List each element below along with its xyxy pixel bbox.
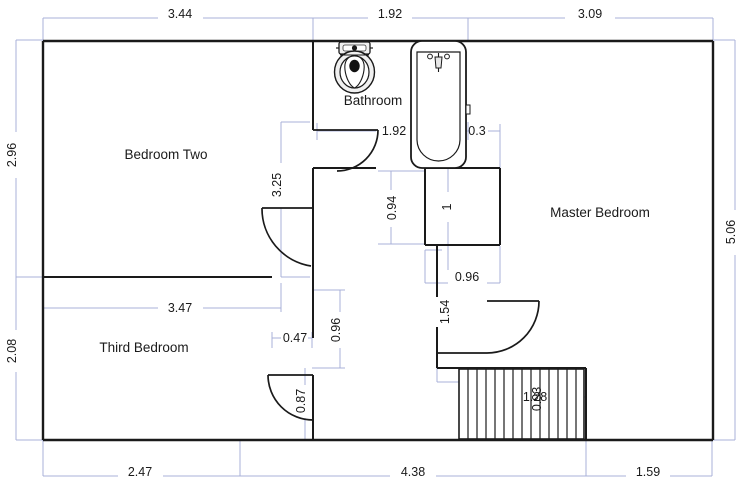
room-label-third-bedroom: Third Bedroom bbox=[99, 340, 188, 355]
dimension-interior-0-96-a: 0.96 bbox=[455, 270, 479, 284]
dimension-left-2: 2.08 bbox=[5, 339, 19, 363]
toilet-icon bbox=[333, 41, 376, 94]
bathtub-icon bbox=[410, 40, 471, 169]
dimension-bottom-1: 2.47 bbox=[128, 465, 152, 479]
dimension-interior-1-54: 1.54 bbox=[438, 300, 452, 324]
dimension-interior-3-47: 3.47 bbox=[168, 301, 192, 315]
dimension-interior-0-93: 0.93 bbox=[530, 387, 544, 411]
dimension-interior-0-47: 0.47 bbox=[283, 331, 307, 345]
room-label-master-bedroom: Master Bedroom bbox=[550, 205, 650, 220]
room-label-bathroom: Bathroom bbox=[344, 93, 403, 108]
door-swings bbox=[261, 129, 540, 421]
walls bbox=[41, 39, 715, 442]
dimension-lines bbox=[15, 17, 736, 477]
dimension-interior-0-3: 0.3 bbox=[468, 124, 485, 138]
dimension-bottom-3: 1.59 bbox=[636, 465, 660, 479]
dimension-interior-0-94: 0.94 bbox=[385, 196, 399, 220]
dimension-top-3: 3.09 bbox=[578, 7, 602, 21]
room-label-bedroom-two: Bedroom Two bbox=[124, 147, 207, 162]
dimension-top-1: 3.44 bbox=[168, 7, 192, 21]
dimension-interior-0-96-b: 0.96 bbox=[329, 318, 343, 342]
dimension-interior-1: 1 bbox=[440, 203, 454, 210]
dimension-bottom-2: 4.38 bbox=[401, 465, 425, 479]
dimension-left-1: 2.96 bbox=[5, 143, 19, 167]
dimension-top-2: 1.92 bbox=[378, 7, 402, 21]
dimension-interior-3-25: 3.25 bbox=[270, 173, 284, 197]
dimension-interior-1-28: 1.28 bbox=[523, 390, 547, 404]
dimension-interior-1-92: 1.92 bbox=[382, 124, 406, 138]
dimension-right-1: 5.06 bbox=[724, 220, 738, 244]
staircase-icon bbox=[458, 368, 585, 440]
dimension-interior-0-87: 0.87 bbox=[294, 389, 308, 413]
